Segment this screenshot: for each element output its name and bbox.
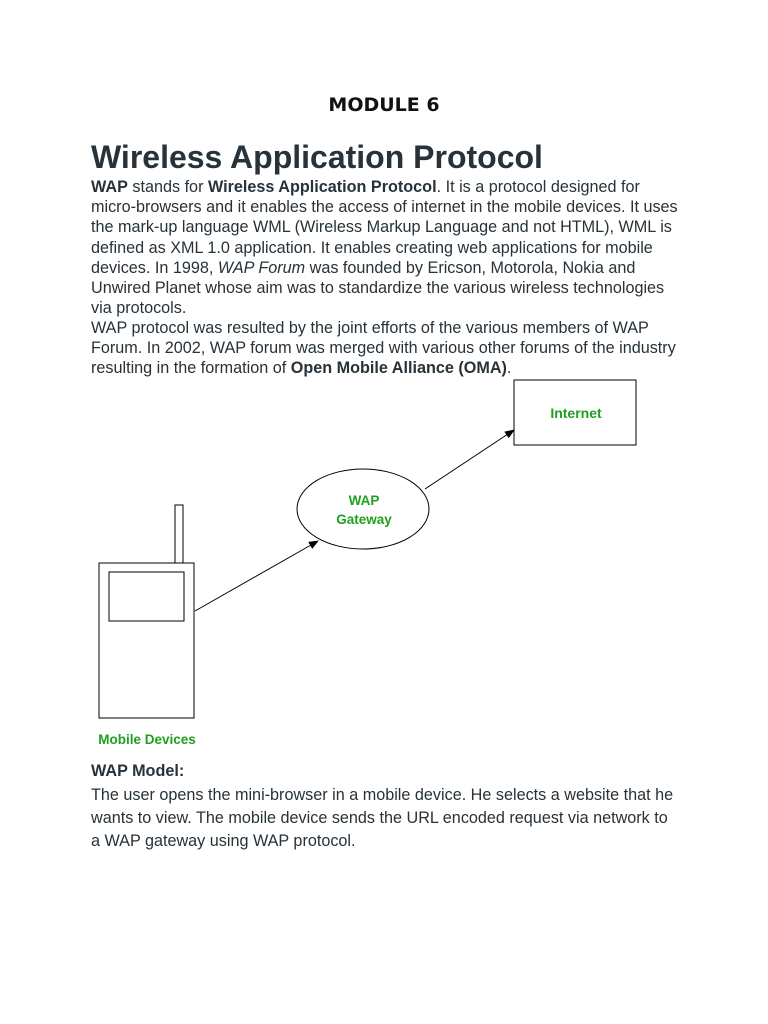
wap-abbrev: WAP — [91, 178, 128, 196]
history-text-2: . — [506, 359, 512, 378]
wap-model-paragraph: The user opens the mini-browser in a mob… — [91, 786, 674, 850]
arrow-mobile-to-gateway — [194, 540, 319, 612]
wap-architecture-diagram: Internet WAP Gateway Mobile Devices — [98, 379, 637, 747]
gateway-label-line1: WAP — [349, 493, 380, 508]
history-paragraph: WAP protocol was resulted by the joint e… — [91, 318, 681, 379]
history-text-1: WAP protocol was resulted by the joint e… — [91, 319, 676, 378]
intro-text-1: stands for — [127, 178, 208, 196]
wap-full-name: Wireless Application Protocol — [207, 178, 437, 196]
module-heading: MODULE 6 — [328, 94, 440, 116]
oma-term: Open Mobile Alliance (OMA) — [290, 359, 507, 378]
page-title: Wireless Application Protocol — [91, 139, 543, 175]
intro-text-3: was founded by Ericson, Motorola, Nokia … — [91, 258, 665, 318]
internet-box — [513, 379, 637, 446]
gateway-label-line2: Gateway — [336, 512, 392, 527]
intro-paragraph: WAP stands for Wireless Application Prot… — [91, 177, 681, 318]
arrow-gateway-to-internet — [424, 429, 515, 490]
internet-label: Internet — [550, 405, 602, 421]
phone-antenna — [174, 504, 184, 564]
mobile-devices-label: Mobile Devices — [98, 732, 196, 747]
intro-text-2: . It is a protocol designed for micro-br… — [91, 178, 678, 277]
wap-forum-term: WAP Forum — [217, 258, 306, 277]
phone-screen — [108, 571, 185, 622]
wap-gateway-ellipse — [296, 468, 430, 550]
section-heading-wap-model: WAP Model: — [91, 762, 185, 780]
